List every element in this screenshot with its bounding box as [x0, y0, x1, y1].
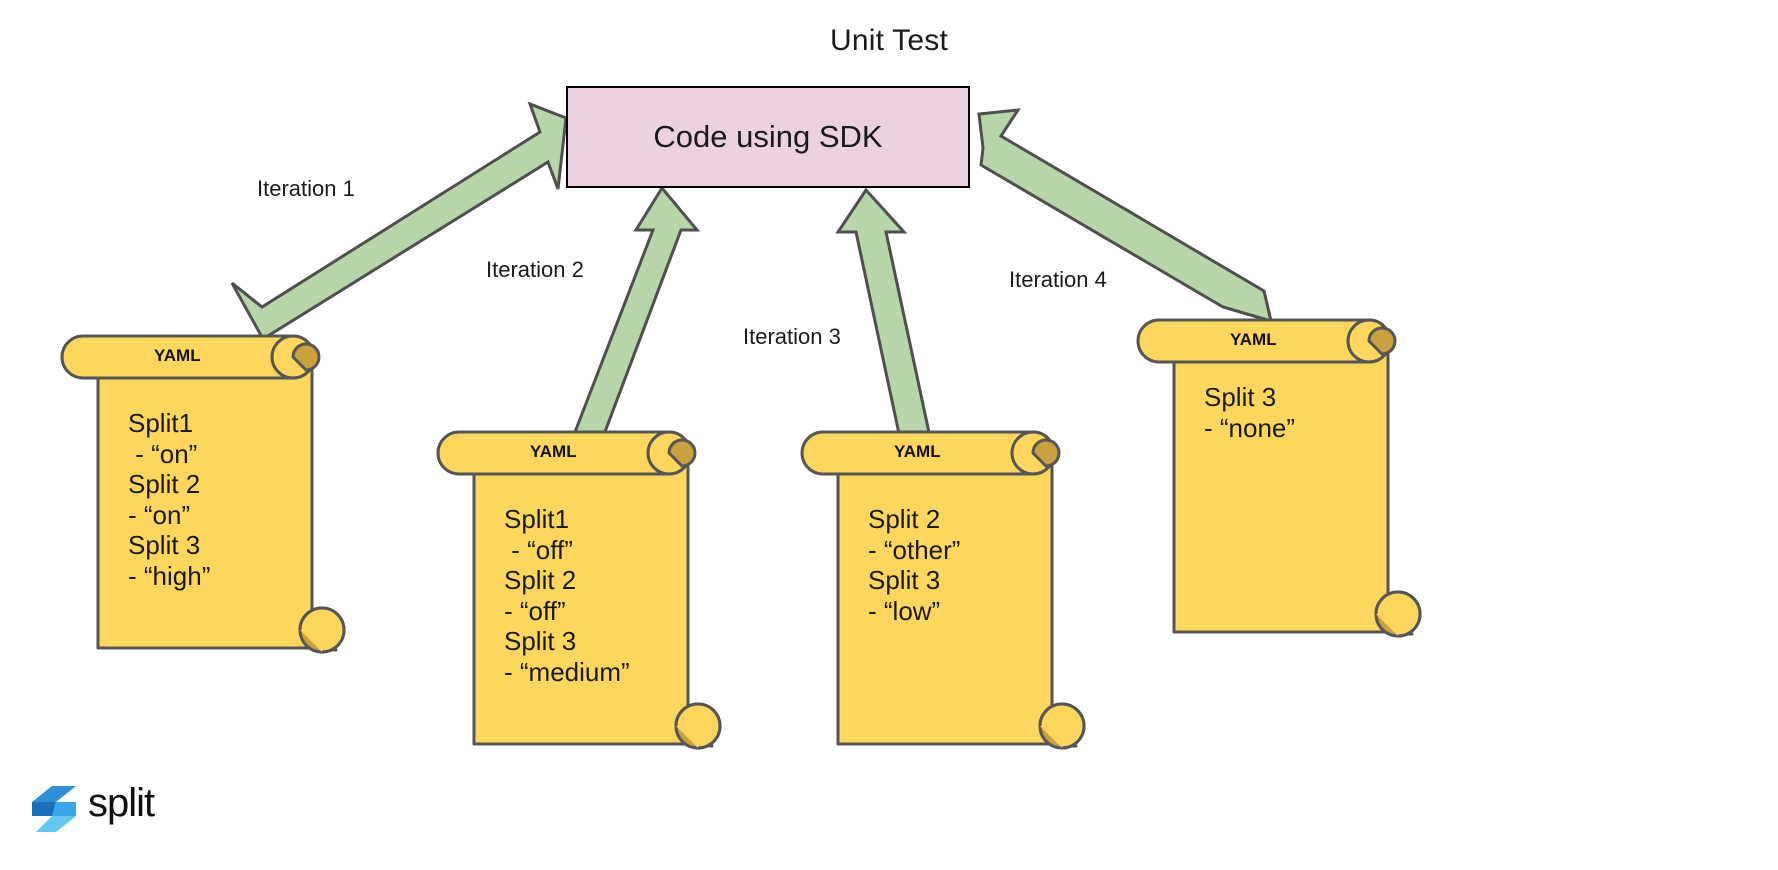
yaml-scroll-1-graphic — [60, 334, 346, 654]
yaml-scroll-1[interactable]: YAML Split1 - “on” Split 2 - “on” Split … — [60, 330, 360, 660]
yaml-scroll-4-cap: YAML — [1230, 330, 1277, 349]
yaml-scroll-3[interactable]: YAML Split 2 - “other” Split 3 - “low” — [800, 426, 1100, 756]
yaml-scroll-3-text: Split 2 - “other” Split 3 - “low” — [868, 504, 961, 626]
yaml-scroll-1-cap: YAML — [154, 346, 201, 365]
split-logo-mark-icon — [32, 786, 76, 832]
page-title: Unit Test — [830, 24, 948, 57]
arrow-iteration-3 — [835, 187, 932, 445]
arrow-iteration-1 — [230, 101, 568, 342]
label-iteration-2: Iteration 2 — [486, 257, 584, 282]
split-logo: split — [30, 781, 180, 838]
split-logo-wordmark: split — [88, 781, 155, 825]
yaml-scroll-4-graphic — [1136, 318, 1422, 638]
yaml-scroll-1-text: Split1 - “on” Split 2 - “on” Split 3 - “… — [128, 408, 211, 591]
label-iteration-1: Iteration 1 — [257, 176, 355, 201]
code-using-sdk-node[interactable]: Code using SDK — [566, 86, 970, 188]
yaml-scroll-2[interactable]: YAML Split1 - “off” Split 2 - “off” Spli… — [436, 426, 736, 756]
label-iteration-3: Iteration 3 — [743, 324, 841, 349]
arrow-iteration-2 — [567, 185, 701, 447]
yaml-scroll-4[interactable]: YAML Split 3 - “none” — [1136, 314, 1436, 644]
yaml-scroll-2-text: Split1 - “off” Split 2 - “off” Split 3 -… — [504, 504, 630, 687]
yaml-scroll-3-graphic — [800, 430, 1086, 750]
yaml-scroll-2-cap: YAML — [530, 442, 577, 461]
yaml-scroll-3-cap: YAML — [894, 442, 941, 461]
code-using-sdk-label: Code using SDK — [653, 119, 883, 154]
yaml-scroll-2-graphic — [436, 430, 722, 750]
label-iteration-4: Iteration 4 — [1009, 267, 1107, 292]
yaml-scroll-4-text: Split 3 - “none” — [1204, 382, 1296, 443]
